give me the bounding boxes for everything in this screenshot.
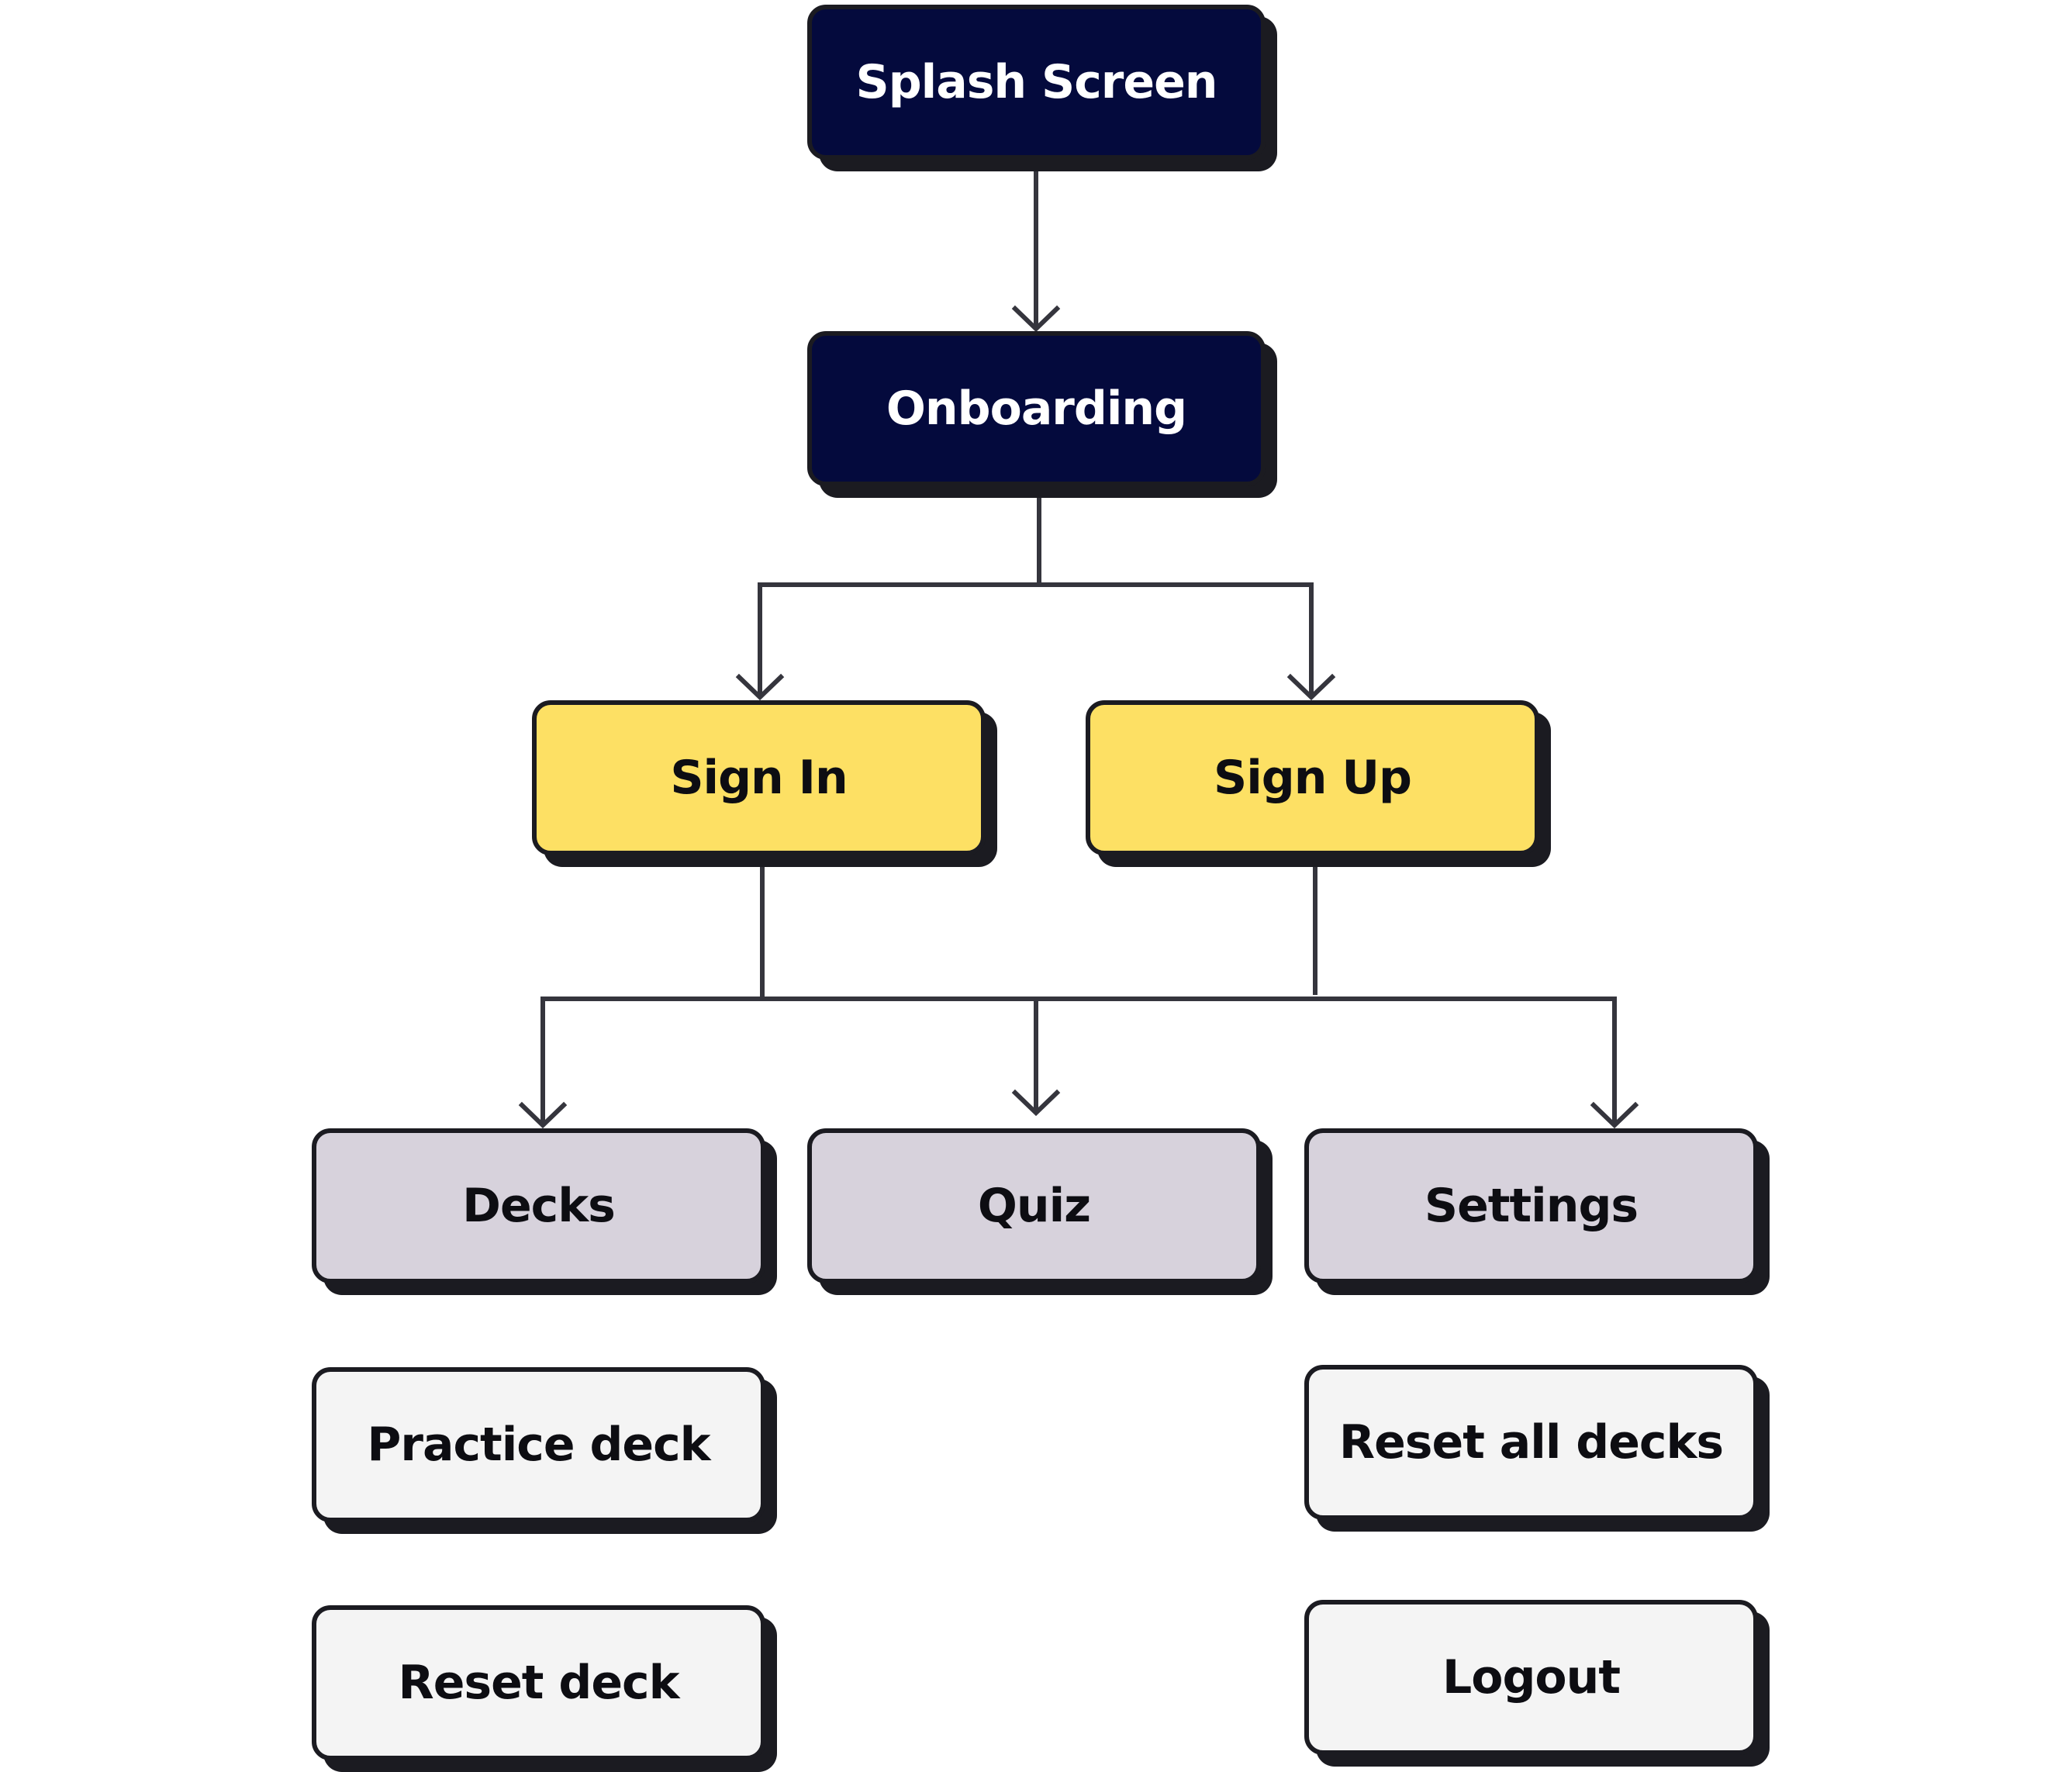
arrowhead-quiz-icon [1011, 1089, 1061, 1117]
node-splash-screen: Splash Screen [807, 5, 1266, 160]
node-reset-all-decks: Reset all decks [1304, 1365, 1758, 1520]
arrowhead-onboarding-icon [1011, 305, 1061, 333]
node-label: Decks [462, 1179, 616, 1233]
node-label: Logout [1442, 1650, 1621, 1705]
node-settings: Settings [1304, 1128, 1758, 1283]
node-label: Reset all decks [1338, 1415, 1724, 1470]
arrowhead-settings-icon [1590, 1101, 1639, 1129]
node-label: Reset deck [398, 1656, 680, 1710]
arrowhead-signup-icon [1286, 673, 1336, 701]
node-quiz: Quiz [807, 1128, 1261, 1283]
node-sign-in: Sign In [532, 700, 986, 855]
arrowhead-decks-icon [518, 1101, 568, 1129]
node-reset-deck: Reset deck [312, 1605, 765, 1760]
node-sign-up: Sign Up [1086, 700, 1539, 855]
node-decks: Decks [312, 1128, 765, 1283]
node-label: Practice deck [367, 1418, 710, 1472]
node-label: Sign Up [1213, 751, 1412, 805]
node-logout: Logout [1304, 1600, 1758, 1755]
node-label: Settings [1424, 1179, 1639, 1233]
node-label: Onboarding [886, 382, 1187, 436]
node-label: Sign In [670, 751, 848, 805]
node-onboarding: Onboarding [807, 331, 1266, 486]
arrowhead-signin-icon [735, 673, 785, 701]
node-label: Quiz [977, 1179, 1091, 1233]
node-label: Splash Screen [855, 55, 1217, 109]
node-practice-deck: Practice deck [312, 1367, 765, 1522]
